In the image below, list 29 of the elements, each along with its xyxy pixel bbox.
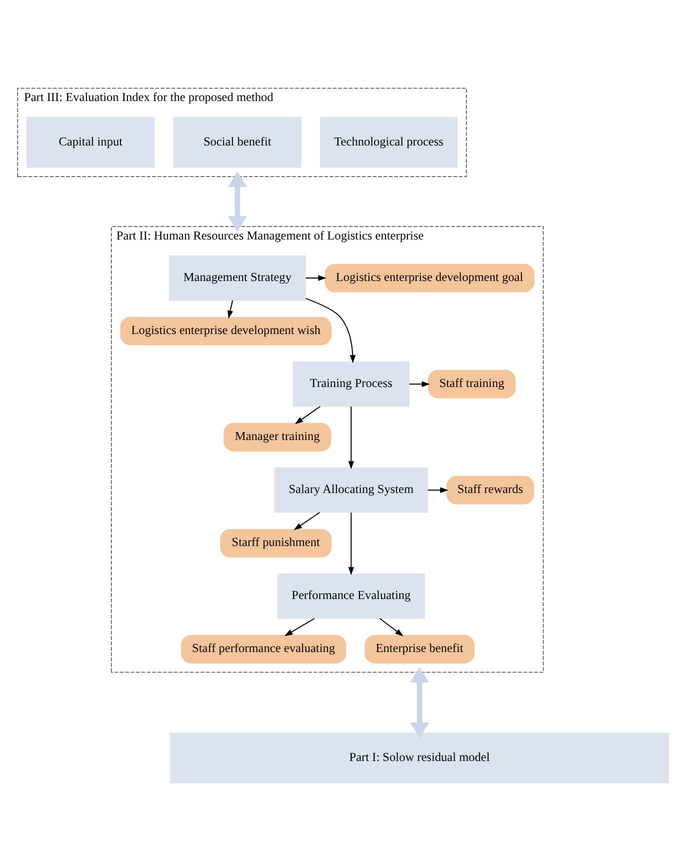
- node-box: Staff performance evaluating: [180, 634, 346, 663]
- arrow: [305, 297, 356, 363]
- arrow: [227, 299, 234, 318]
- arrow: [228, 170, 247, 232]
- node-box: Management Strategy: [169, 254, 306, 300]
- arrow: [294, 405, 321, 424]
- arrow: [408, 380, 430, 386]
- node-box: Staff training: [428, 369, 516, 398]
- node-box: Technological process: [320, 116, 458, 168]
- node-box: Salary Allocating System: [274, 466, 428, 512]
- arrow: [348, 512, 354, 575]
- node-box: Logistics enterprise development wish: [120, 316, 332, 345]
- node-box: Staff rewards: [446, 475, 534, 504]
- node-box: Starff punishment: [220, 528, 332, 557]
- node-box: Part I: Solow residual model: [170, 732, 669, 783]
- node-box: Capital input: [26, 116, 155, 168]
- arrow: [305, 274, 326, 280]
- node-box: Performance Evaluating: [277, 573, 425, 618]
- arrow: [410, 666, 430, 738]
- arrow: [294, 511, 320, 530]
- arrow: [284, 618, 315, 636]
- node-box: Logistics enterprise development goal: [324, 263, 534, 292]
- arrow: [427, 486, 448, 492]
- arrow: [379, 618, 404, 636]
- arrow: [348, 406, 354, 469]
- node-box: Social benefit: [173, 116, 302, 168]
- node-box: Manager training: [224, 422, 332, 451]
- node-box: Training Process: [292, 360, 410, 406]
- node-box: Enterprise benefit: [364, 634, 474, 663]
